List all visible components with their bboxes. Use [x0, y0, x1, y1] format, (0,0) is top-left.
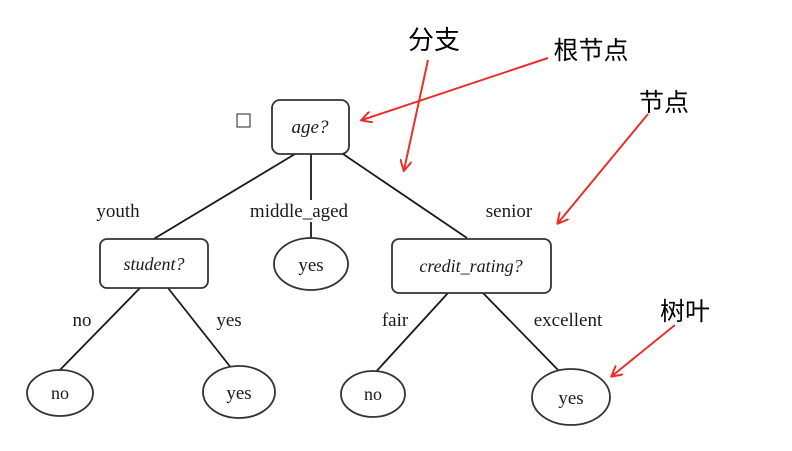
root-node: age? [271, 99, 350, 155]
annotation-arrows [362, 57, 676, 376]
annotation-node: 节点 [639, 88, 689, 117]
student-node-label: student? [124, 254, 185, 274]
edge-root-youth [151, 153, 296, 241]
annotation-branch: 分支 [408, 26, 460, 56]
student-node: student? [99, 238, 209, 289]
annotation-leaf: 树叶 [660, 297, 710, 326]
edge-student-no [53, 287, 141, 377]
leaf-student-no: no [26, 369, 94, 417]
tree-edges [53, 153, 562, 377]
branch-label-student-yes: yes [216, 310, 241, 331]
arrow-root-node [362, 57, 549, 120]
leaf-credit-fair-no-label: no [364, 384, 382, 404]
leaf-middle-aged-yes-label: yes [298, 255, 323, 276]
branch-label-middle-aged: middle_aged [250, 201, 349, 222]
leaf-student-yes-label: yes [226, 383, 251, 404]
arrow-branch [404, 59, 429, 170]
edge-credit-excellent [482, 292, 562, 374]
edge-credit-fair [372, 292, 449, 376]
arrow-leaf [612, 324, 676, 376]
branch-label-credit-excellent: excellent [534, 310, 603, 331]
leaf-student-yes: yes [202, 365, 276, 419]
credit-rating-node-label: credit_rating? [419, 256, 522, 276]
leaf-middle-aged-yes: yes [273, 237, 349, 291]
annotation-root-node: 根节点 [553, 36, 628, 65]
checkbox-icon [236, 113, 251, 128]
edge-student-yes [167, 287, 237, 375]
leaf-credit-fair-no: no [340, 370, 406, 418]
leaf-student-no-label: no [51, 383, 69, 403]
branch-label-credit-fair: fair [382, 310, 409, 331]
root-node-label: age? [292, 117, 329, 138]
leaf-credit-excellent-yes-label: yes [558, 388, 583, 409]
branch-label-student-no: no [73, 310, 92, 331]
branch-label-senior: senior [486, 201, 533, 222]
branch-label-youth: youth [96, 201, 140, 222]
edge-root-senior [342, 153, 468, 239]
arrow-node [558, 113, 649, 223]
credit-rating-node: credit_rating? [391, 238, 552, 294]
leaf-credit-excellent-yes: yes [531, 368, 611, 426]
